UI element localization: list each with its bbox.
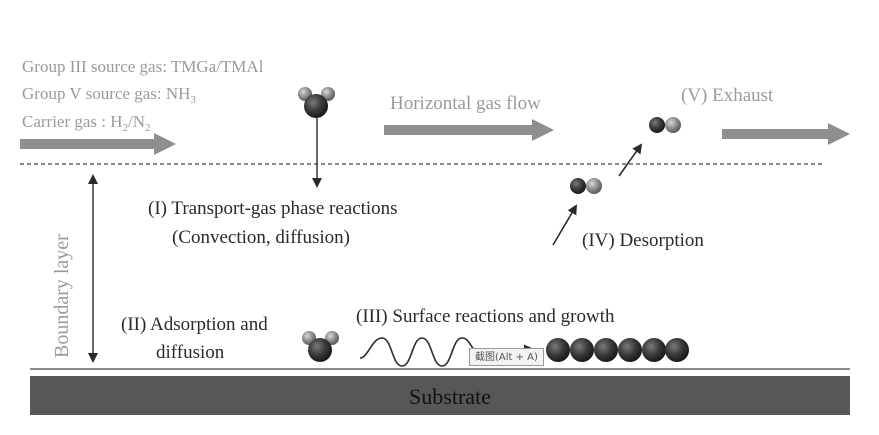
desorption-arrow-lower <box>552 204 578 246</box>
adsorbed-molecule-icon <box>302 331 339 362</box>
exhaust-label: (V) Exhaust <box>681 85 774 106</box>
horizontal-flow-arrow <box>384 119 554 141</box>
boundary-layer-label: Boundary layer <box>51 234 73 358</box>
substrate-label: Substrate <box>409 384 491 409</box>
exhaust-arrow <box>722 123 850 145</box>
group3-label: Group III source gas: TMGa/TMAl <box>22 57 264 76</box>
source-molecule-icon <box>298 87 335 118</box>
desorbing-molecule-icon <box>570 178 602 194</box>
desorption-arrow-upper <box>618 143 643 177</box>
group5-label: Group V source gas: NH3 <box>22 84 196 106</box>
desorption-label: (IV) Desorption <box>582 230 704 251</box>
adsorption-label: (II) Adsorption and <box>121 314 268 335</box>
exhaust-molecule-icon <box>649 117 681 133</box>
horizontal-flow-label: Horizontal gas flow <box>390 93 541 114</box>
adsorption-sub-label: diffusion <box>156 342 225 363</box>
carrier-gas-label: Carrier gas : H2/N2 <box>22 112 151 134</box>
surface-diffusion-wave <box>359 337 479 367</box>
substrate-block <box>30 376 850 415</box>
screenshot-tooltip: 截图(Alt + A) <box>469 348 544 366</box>
surface-reactions-label: (III) Surface reactions and growth <box>356 306 615 327</box>
transport-label: (I) Transport-gas phase reactions <box>148 198 398 219</box>
transport-sub-label: (Convection, diffusion) <box>172 227 350 248</box>
carrier-flow-arrow <box>20 133 176 155</box>
grown-layer-atoms <box>546 338 689 362</box>
